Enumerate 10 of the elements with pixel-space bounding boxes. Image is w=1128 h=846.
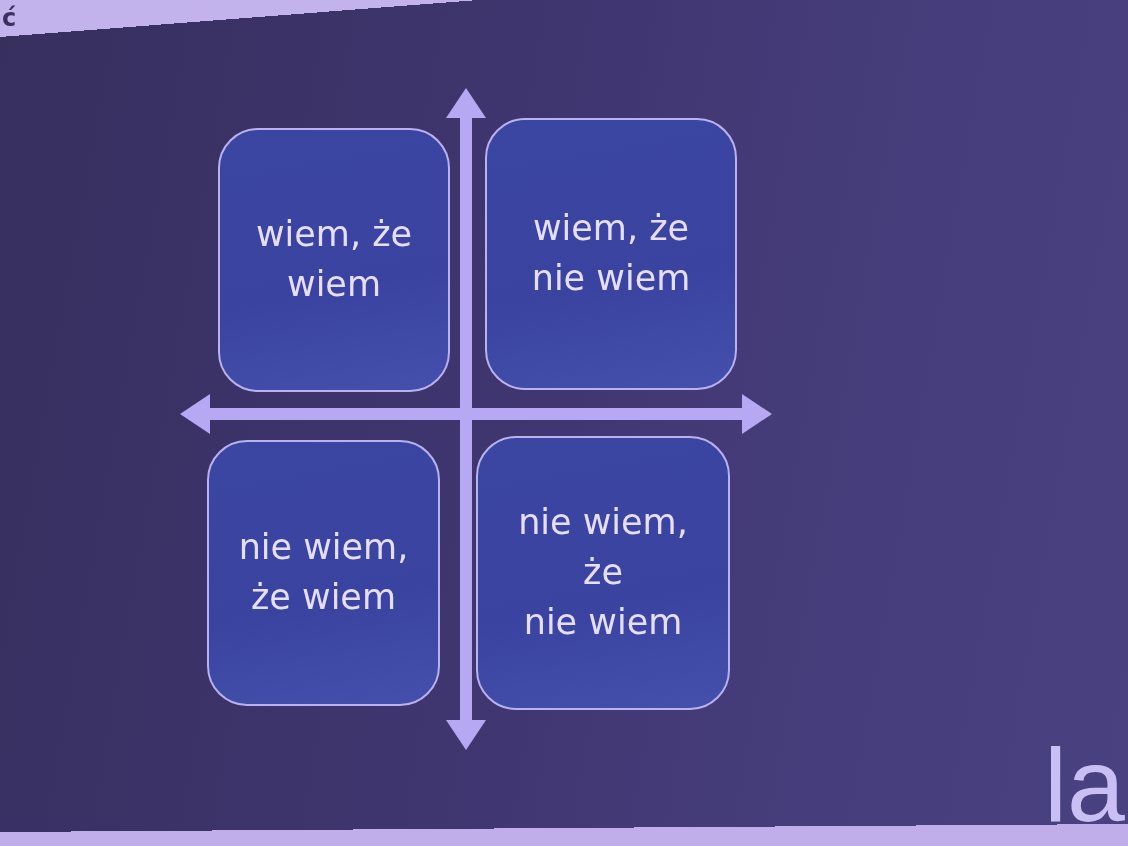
- quadrant-label: nie wiem, że nie wiem: [518, 501, 688, 644]
- text-fragment: ć: [2, 6, 17, 30]
- quadrant-label: wiem, że nie wiem: [531, 207, 691, 300]
- quadrant-box: [218, 128, 450, 392]
- quadrant-box: [476, 436, 730, 710]
- quadrant-label: nie wiem, że wiem: [238, 526, 409, 619]
- quadrant-label: wiem, że wiem: [255, 213, 413, 306]
- quadrant-box: [485, 118, 737, 390]
- text-fragment: la: [1044, 733, 1125, 837]
- quadrant-box: [207, 440, 440, 706]
